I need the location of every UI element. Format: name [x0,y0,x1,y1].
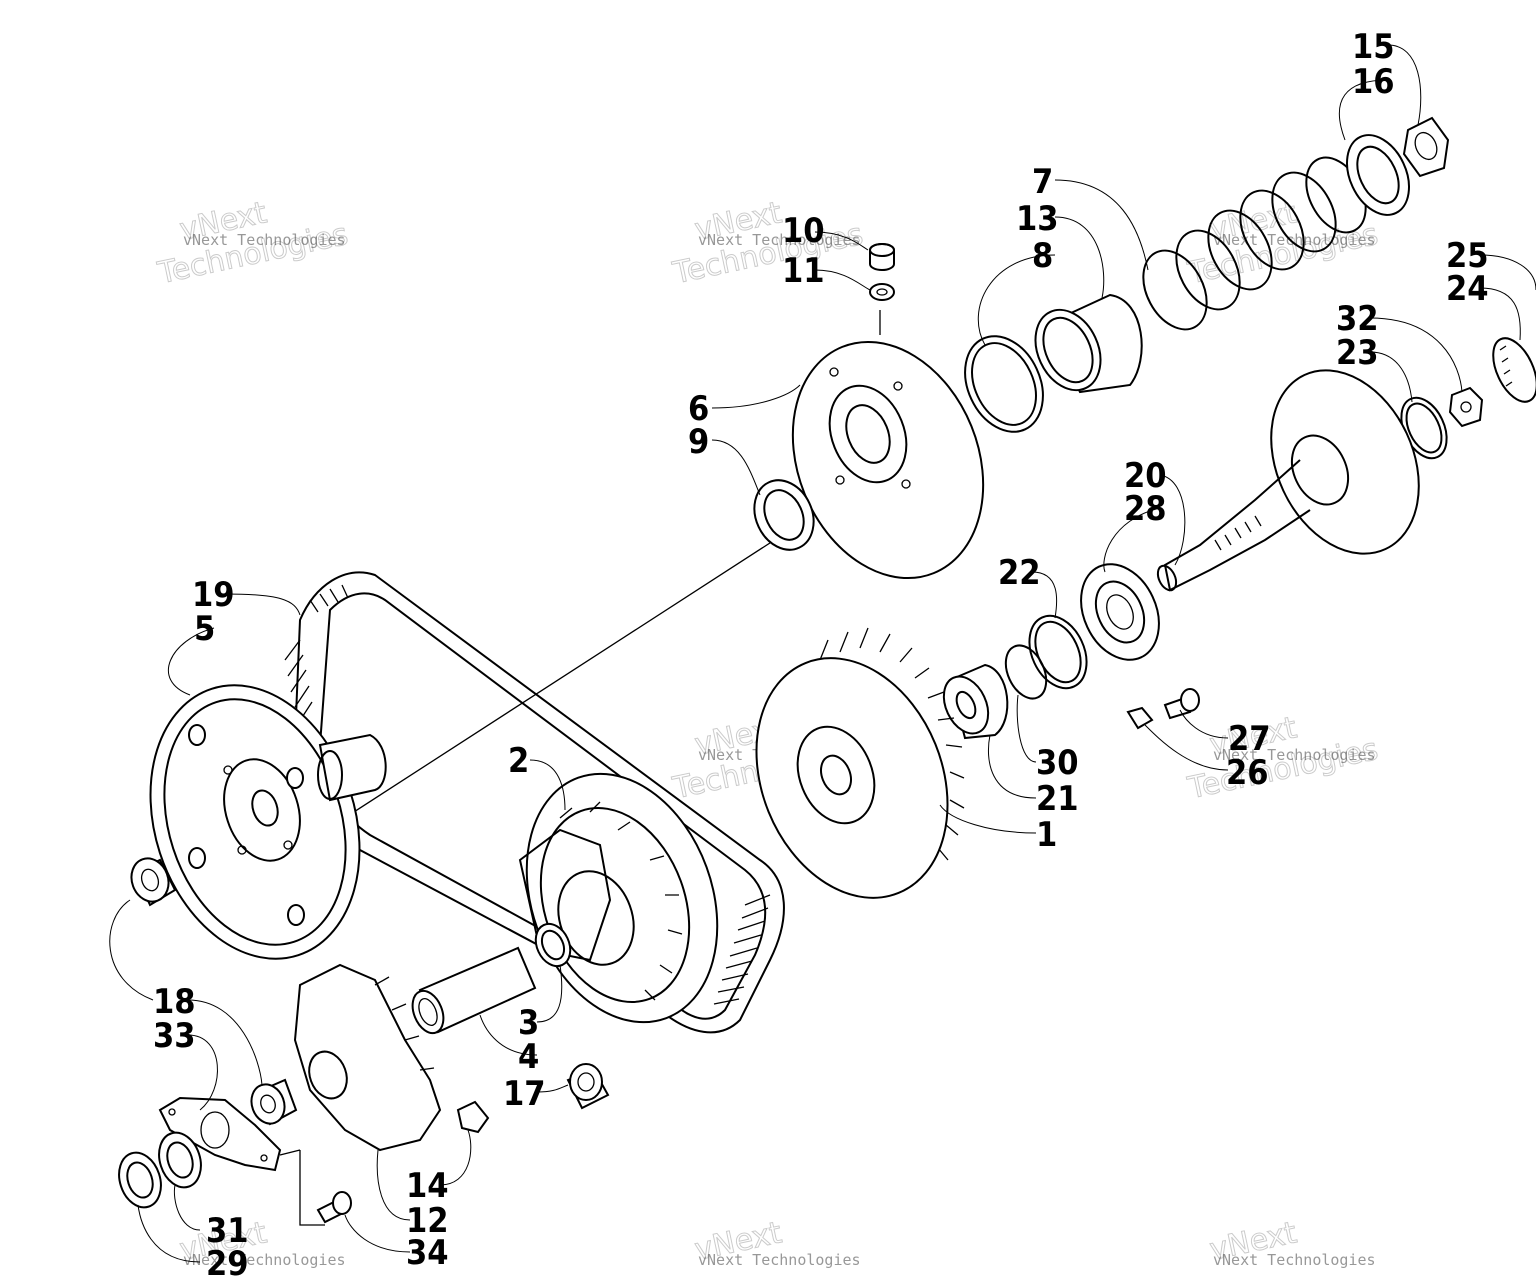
callout-24: 24 [1446,269,1489,309]
fixed-sheave [791,340,985,580]
nut-26 [1126,706,1154,730]
callout-29: 29 [206,1244,249,1280]
callout-6: 6 [688,389,709,429]
callout-2: 2 [508,741,529,781]
bushing-3 [534,922,572,968]
callout-4: 4 [518,1037,539,1077]
nut-15 [1402,116,1450,178]
watermark-label: vNext Technologies [1213,231,1376,249]
callout-9: 9 [688,422,709,462]
callout-11: 11 [782,251,825,291]
callout-1: 1 [1036,815,1057,855]
callout-21: 21 [1036,779,1079,819]
bolt-27 [1163,688,1200,720]
callout-32: 32 [1336,299,1379,339]
bearing-33 [250,1078,298,1126]
roller-17 [566,1063,610,1110]
clutch-housing [1156,369,1420,592]
watermark-label: vNext Technologies [1213,1251,1376,1269]
o-ring-8 [964,335,1044,433]
callout-27: 27 [1228,719,1271,759]
clip-14 [456,1100,490,1134]
bushing-9 [753,479,815,551]
watermark-label: vNext Technologies [698,231,861,249]
watermark-label: vNext Technologies [183,231,346,249]
callout-31: 31 [206,1211,249,1251]
screw-34 [316,1191,352,1224]
callout-16: 16 [1352,62,1395,102]
watermark-label: vNext Technologies [183,1251,346,1269]
callout-14: 14 [406,1166,449,1206]
screw-guide-line [279,1149,325,1226]
leader-lines [109,44,1536,1263]
plug-10 [869,243,895,271]
drive-pulley [149,684,387,960]
callout-23: 23 [1336,333,1379,373]
callout-12: 12 [406,1201,449,1241]
callout-7: 7 [1032,162,1053,202]
callout-33: 33 [153,1016,196,1056]
cam-12 [293,963,442,1152]
spacer-21 [942,663,1009,740]
washer-11 [869,283,895,301]
callout-34: 34 [406,1233,449,1273]
seal-29 [118,1151,162,1209]
callout-8: 8 [1032,236,1053,276]
o-ring-30 [1004,644,1048,700]
callout-labels: 15 16 7 13 8 10 11 25 24 32 23 6 9 20 28… [153,27,1489,1280]
callout-30: 30 [1036,743,1079,783]
washer-16 [1346,134,1410,216]
nut-32 [1448,386,1484,428]
callout-19: 19 [192,575,235,615]
roller-18 [130,857,177,907]
spring-cup-13 [1034,293,1143,394]
callout-3: 3 [518,1003,539,1043]
callout-13: 13 [1016,199,1059,239]
callout-25: 25 [1446,236,1489,276]
callout-18: 18 [153,982,196,1022]
callout-22: 22 [998,553,1041,593]
bearing-20 [1080,563,1160,661]
bearing-24 [1492,337,1536,403]
callout-26: 26 [1226,753,1269,793]
callout-10: 10 [782,211,825,251]
callout-15: 15 [1352,27,1395,67]
seal-31 [158,1131,202,1189]
movable-sheave [755,627,965,899]
watermark-label: vNext Technologies [698,1251,861,1269]
callout-17: 17 [503,1074,546,1114]
callout-28: 28 [1124,489,1167,529]
callout-20: 20 [1124,456,1167,496]
watermark-label: vNext Technologies [1213,746,1376,764]
pin-4 [411,946,537,1035]
callout-5: 5 [194,609,215,649]
